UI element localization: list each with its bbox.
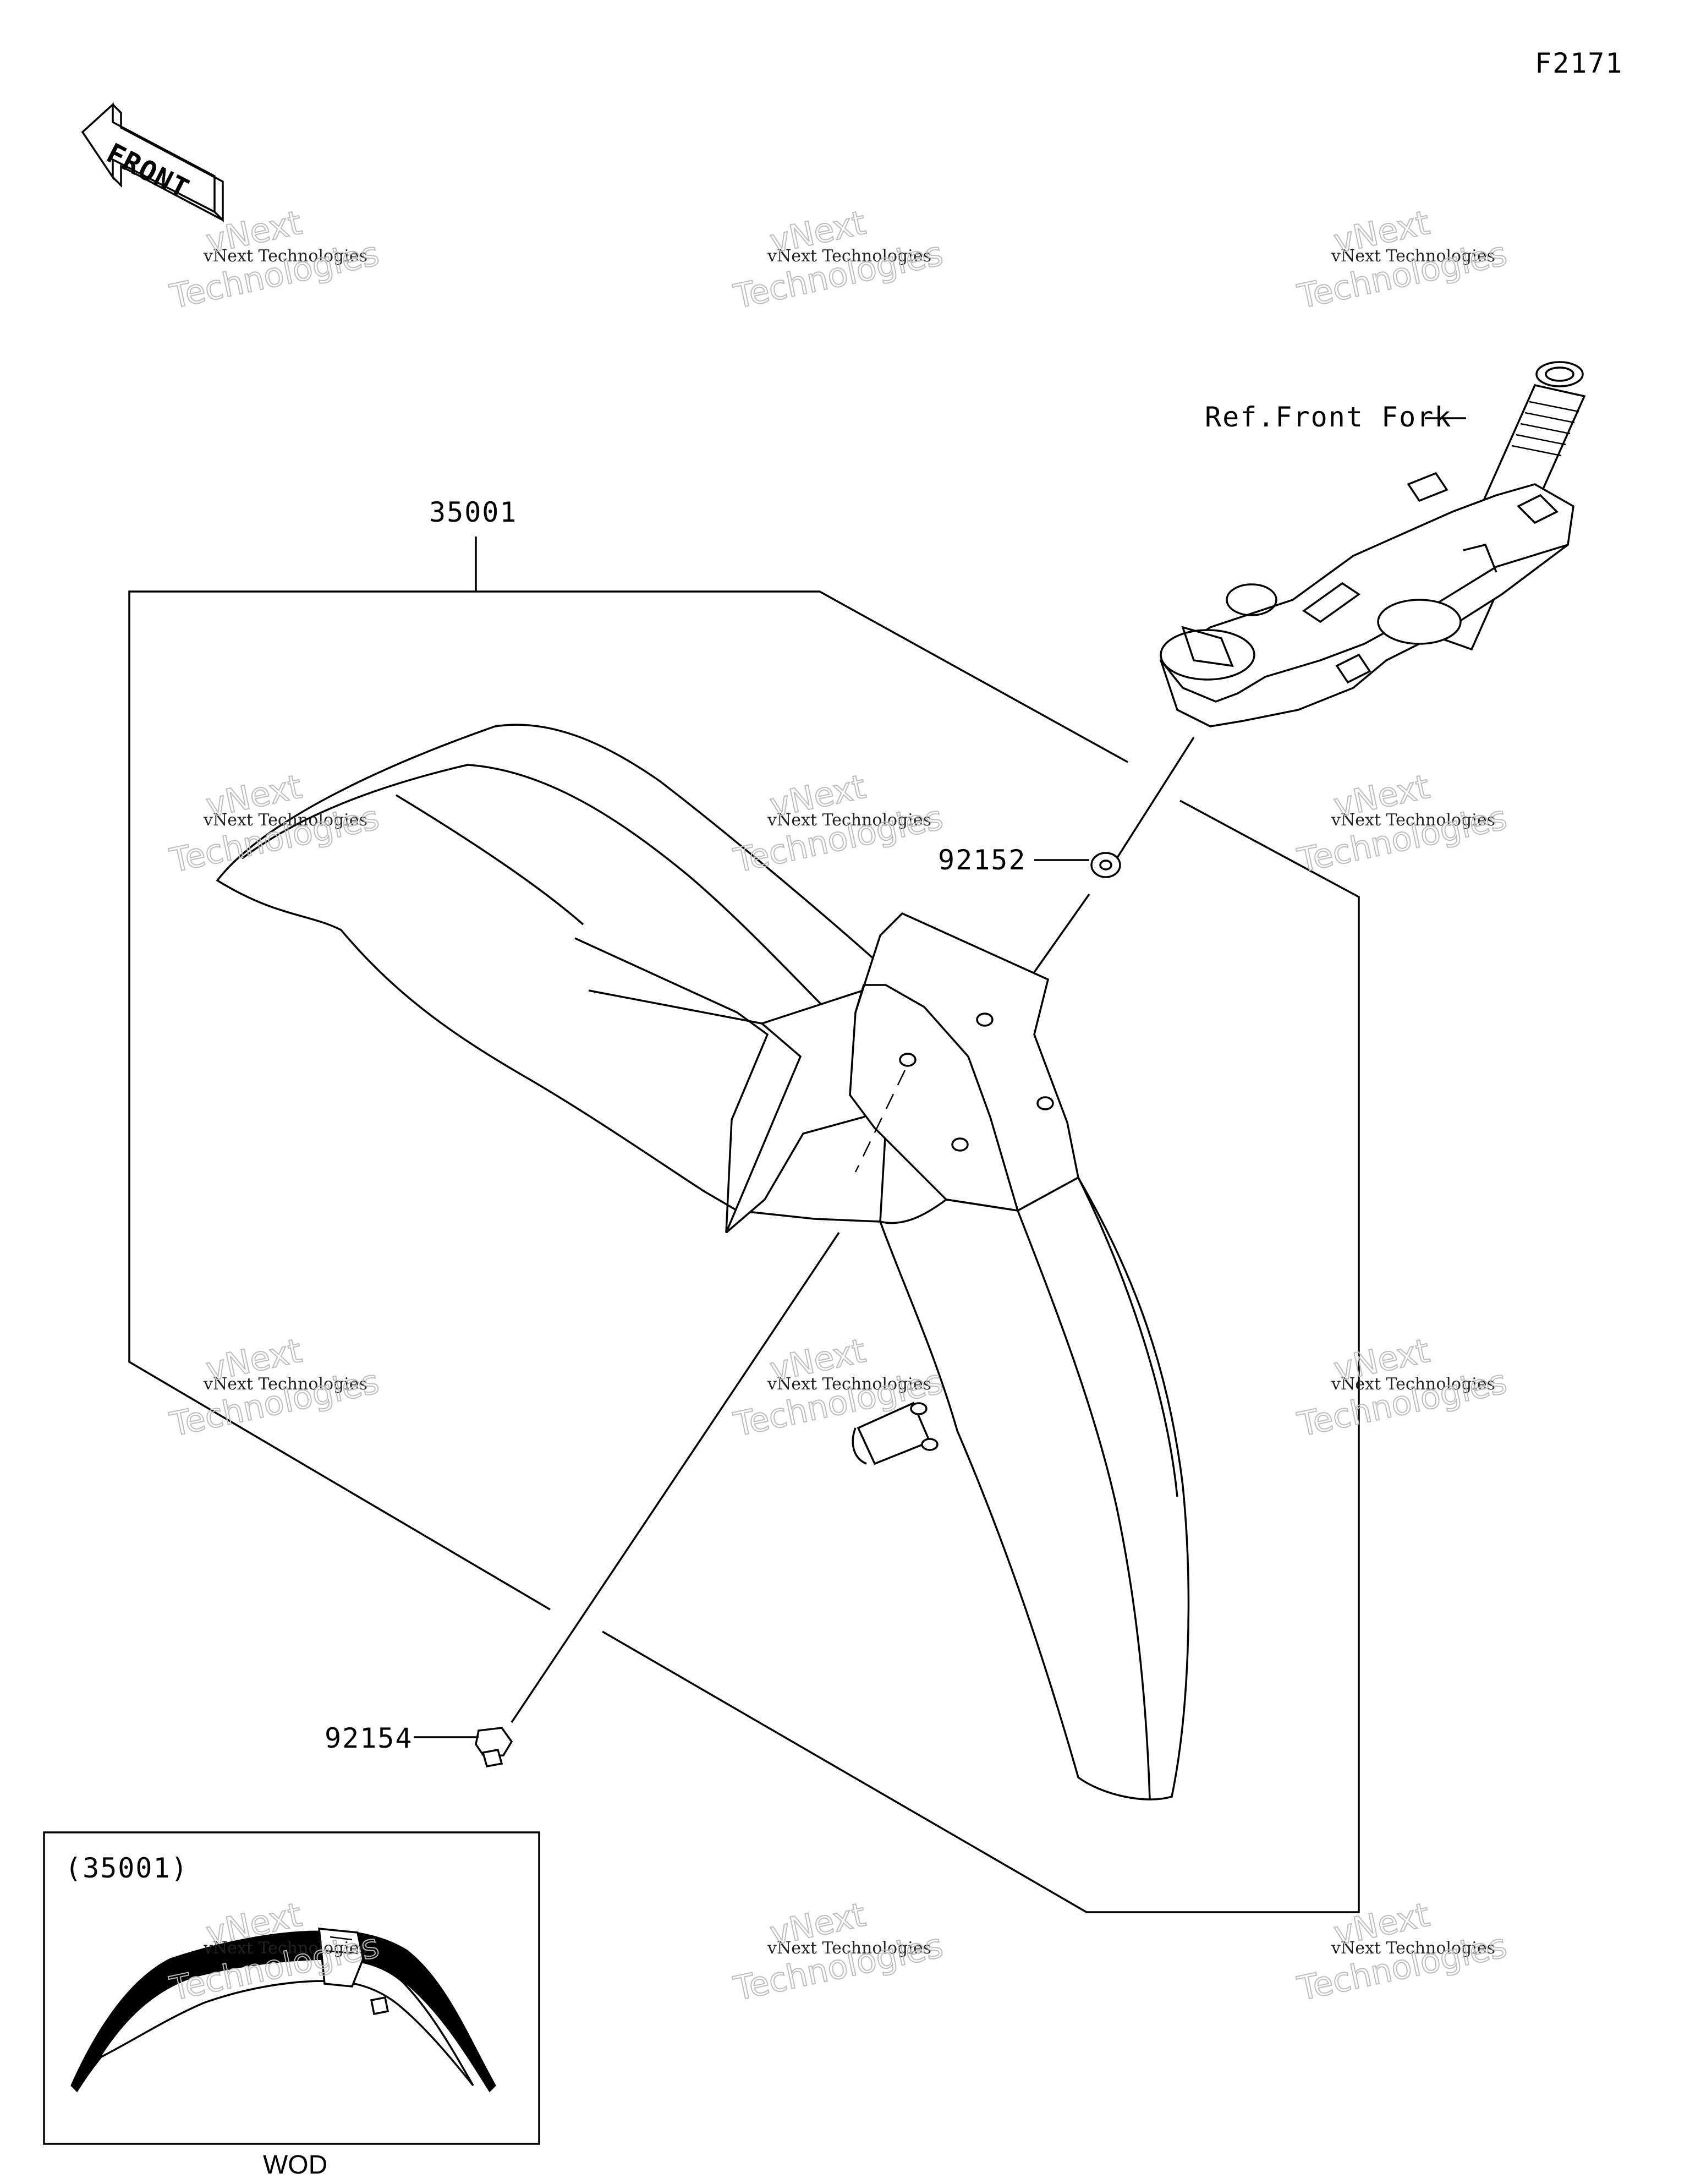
watermark-text: vNext Technologies [767, 1375, 931, 1394]
watermark-text: vNext Technologies [203, 1375, 367, 1394]
ref-front-fork-label: Ref.Front Fork [1205, 401, 1452, 433]
inset-box: (35001) [43, 1831, 540, 2145]
inset-caption: WOD [263, 2150, 327, 2180]
front-fork-drawing [1159, 361, 1586, 727]
watermark-text: vNext Technologies [767, 811, 931, 830]
watermark-layer: vNext Technologies vNext Technologies vN… [166, 203, 1511, 2009]
kit-frame [128, 537, 1360, 1913]
inset-label: (35001) [65, 1852, 189, 1884]
label-92152: 92152 [938, 844, 1027, 876]
label-92154: 92154 [325, 1722, 413, 1754]
watermark-text: vNext Technologies [1331, 247, 1495, 266]
front-fender-drawing [216, 724, 1190, 1800]
inset-fender-drawing [70, 1928, 496, 2093]
watermark-text: vNext Technologies [767, 247, 931, 266]
bolt-92154 [475, 1727, 513, 1768]
figure-code: F2171 [1535, 47, 1623, 79]
watermark-text: vNext Technologies [767, 1939, 931, 1958]
front-direction-arrow-icon: FRONT [81, 102, 224, 223]
label-35001: 35001 [429, 496, 518, 528]
watermark-text: vNext Technologies [1331, 1939, 1495, 1958]
washer-92152 [1090, 852, 1121, 878]
watermark-text: vNext Technologies [1331, 811, 1495, 830]
watermark-text: vNext Technologies [203, 1939, 367, 1958]
watermark-text: vNext Technologies [203, 811, 367, 830]
watermark-text: vNext Technologies [1331, 1375, 1495, 1394]
watermark-text: vNext Technologies [203, 247, 367, 266]
